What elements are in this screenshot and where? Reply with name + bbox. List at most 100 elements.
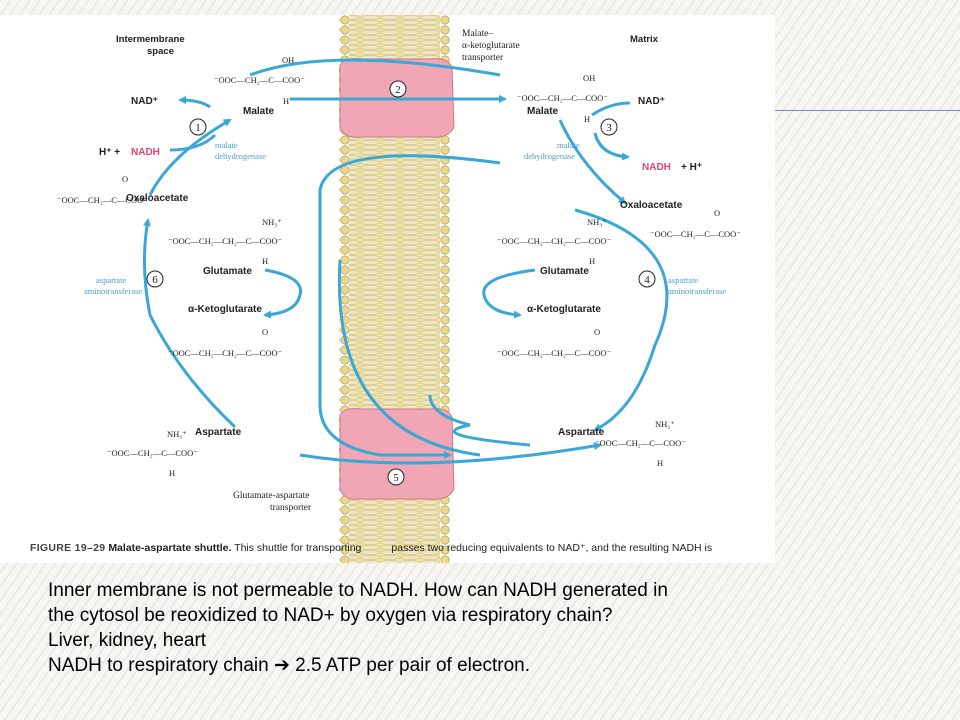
accent-rule: [775, 110, 960, 111]
akg-mat-structure: ⁻OOC—CH₂—CH₂—C—COO⁻: [497, 348, 612, 358]
nad-matrix-arrow: [591, 101, 631, 117]
glu-mat-nh3: NH₃⁺: [587, 217, 607, 227]
malate-mat-structure: ⁻OOC—CH₂—C—COO⁻: [517, 93, 608, 103]
h-cytosol: H⁺ +: [99, 147, 120, 158]
figure-number: FIGURE 19–29: [30, 542, 106, 554]
ast-cytosol-1: aspartate: [96, 275, 126, 285]
malate-matrix: Malate: [527, 106, 559, 117]
akg-out-arrow: [318, 154, 501, 459]
asp-cyt-structure: ⁻OOC—CH₂—C—COO⁻: [107, 448, 198, 458]
glu-cyt-structure: ⁻OOC—CH₂—CH₂—C—COO⁻: [168, 236, 283, 246]
oaa-mat-structure: ⁻OOC—CH₂—C—COO⁻: [650, 229, 741, 239]
step-4-circle: [638, 270, 656, 288]
membrane-beads-right: [440, 15, 450, 563]
mdh-matrix-2: dehydrogenase: [524, 151, 575, 161]
glutamate-matrix: Glutamate: [540, 266, 589, 277]
glu-asp-exchange-arrow: [299, 442, 602, 465]
body-line-2: the cytosol be reoxidized to NAD+ by oxy…: [48, 605, 613, 626]
akg-mat-o: O: [594, 327, 600, 337]
oaa-cyt-o: O: [122, 174, 128, 184]
step-1-label: 1: [195, 122, 201, 134]
transporter-bottom-line-1: Glutamate-aspartate: [233, 491, 310, 501]
glu-to-akg-matrix-arrow: [482, 268, 536, 319]
asp-mat-h: H: [657, 458, 663, 468]
asp-mat-nh3: NH₃⁺: [655, 419, 675, 429]
malate-akg-exchange-arrow: [249, 58, 501, 77]
caption-text-b: passes two reducing equivalents to NAD⁺,…: [391, 542, 713, 554]
step-6-label: 6: [152, 274, 158, 286]
malate-cyt-structure: ⁻OOC—CH₂—C—COO⁻: [214, 75, 305, 85]
aspartate-matrix: Aspartate: [558, 427, 605, 438]
body-line-3: Liver, kidney, heart: [48, 630, 207, 651]
akg-cyt-o: O: [262, 327, 268, 337]
matrix-label: Matrix: [630, 34, 659, 45]
malate-cytosol: Malate: [243, 106, 275, 117]
figure-caption: FIGURE 19–29 Malate-aspartate shuttle. T…: [30, 542, 712, 554]
step-2-label: 2: [395, 84, 401, 96]
shuttle-arrows: [142, 58, 669, 465]
nad-cytosol-arrow: [178, 96, 211, 109]
mdh-cytosol-2: dehydrogenase: [215, 151, 266, 161]
transporter-bottom-line-2: transporter: [270, 503, 312, 513]
glu-cyt-h: H: [262, 256, 268, 266]
asp-cyt-nh3: NH₃⁺: [167, 429, 187, 439]
body-line-4: NADH to respiratory chain ➔ 2.5 ATP per …: [48, 655, 530, 676]
malate-to-oaa-arrow: [558, 119, 627, 205]
step-1-circle: [189, 118, 207, 136]
step-5-label: 5: [393, 472, 399, 484]
oaa-to-malate-arrow: [148, 118, 232, 196]
intermembrane-label-2: space: [147, 46, 174, 57]
step-4-label: 4: [644, 274, 650, 286]
oaa-cytosol: Oxaloacetate: [126, 193, 189, 204]
asp-cyt-h: H: [169, 468, 175, 478]
glu-mat-h: H: [589, 256, 595, 266]
transporter-top-line-1: Malate–: [462, 29, 493, 39]
glu-mat-structure: ⁻OOC—CH₂—CH₂—C—COO⁻: [497, 236, 612, 246]
oaa-mat-o: O: [714, 208, 720, 218]
aspartate-cytosol: Aspartate: [195, 427, 242, 438]
malate-mat-h: H: [584, 114, 590, 124]
transporter-top-line-3: transporter: [462, 53, 504, 63]
nadh-matrix: NADH: [642, 162, 671, 173]
step-6-circle: [146, 270, 164, 288]
nad-cytosol: NAD⁺: [131, 96, 158, 107]
nadh-cytosol: NADH: [131, 147, 160, 158]
oaa-cyt-structure: ⁻OOC—CH₂—C—COO⁻: [57, 195, 148, 205]
h-matrix: + H⁺: [681, 162, 702, 173]
glu-cyt-nh3: NH₃⁺: [262, 217, 282, 227]
intermembrane-label-1: Intermembrane: [116, 34, 185, 45]
akg-cytosol: α-Ketoglutarate: [188, 304, 262, 315]
nad-matrix: NAD⁺: [638, 96, 665, 107]
membrane-beads-left: [339, 15, 349, 563]
mdh-matrix-1: malate: [557, 140, 580, 150]
step-3-circle: [600, 118, 618, 136]
ast-cytosol-2: aminotransferase: [84, 286, 142, 296]
akg-cyt-structure: ⁻OOC—CH₂—CH₂—C—COO⁻: [168, 348, 283, 358]
mdh-cytosol-1: malate: [215, 140, 238, 150]
glu-to-akg-cytosol-arrow: [263, 268, 303, 319]
glutamate-cytosol: Glutamate: [203, 266, 252, 277]
akg-matrix: α-Ketoglutarate: [527, 304, 601, 315]
asp-out-arrow: [428, 394, 531, 447]
malate-mat-oh: OH: [583, 73, 595, 83]
ast-matrix-2: aminotransferase: [668, 286, 726, 296]
oaa-to-asp-matrix-arrow: [574, 208, 669, 432]
malate-cyt-oh: OH: [282, 55, 294, 65]
oaa-matrix: Oxaloacetate: [620, 200, 683, 211]
asp-mat-structure: ⁻OOC—CH₂—C—COO⁻: [595, 438, 686, 448]
slide-body: Inner membrane is not permeable to NADH.…: [48, 578, 848, 678]
step-2-circle: [389, 80, 407, 98]
body-line-1: Inner membrane is not permeable to NADH.…: [48, 580, 668, 601]
caption-title: Malate-aspartate shuttle.: [108, 542, 232, 554]
malate-cyt-h: H: [283, 96, 289, 106]
asp-to-oaa-cytosol-arrow: [142, 218, 237, 429]
shuttle-diagram: 1 2 3 4 5 6 Intermembrane space Matrix: [57, 15, 741, 563]
shuttle-figure: 1 2 3 4 5 6 Intermembrane space Matrix: [0, 15, 775, 563]
step-3-label: 3: [606, 122, 612, 134]
step-5-circle: [387, 468, 405, 486]
glutamate-inbound-arrow: [337, 259, 481, 457]
nadh-cytosol-arrow: [169, 133, 217, 152]
nadh-matrix-arrow: [593, 132, 630, 161]
caption-text-a: This shuttle for transporting: [234, 542, 362, 554]
transporter-top-line-2: α-ketoglutarate: [462, 41, 520, 51]
